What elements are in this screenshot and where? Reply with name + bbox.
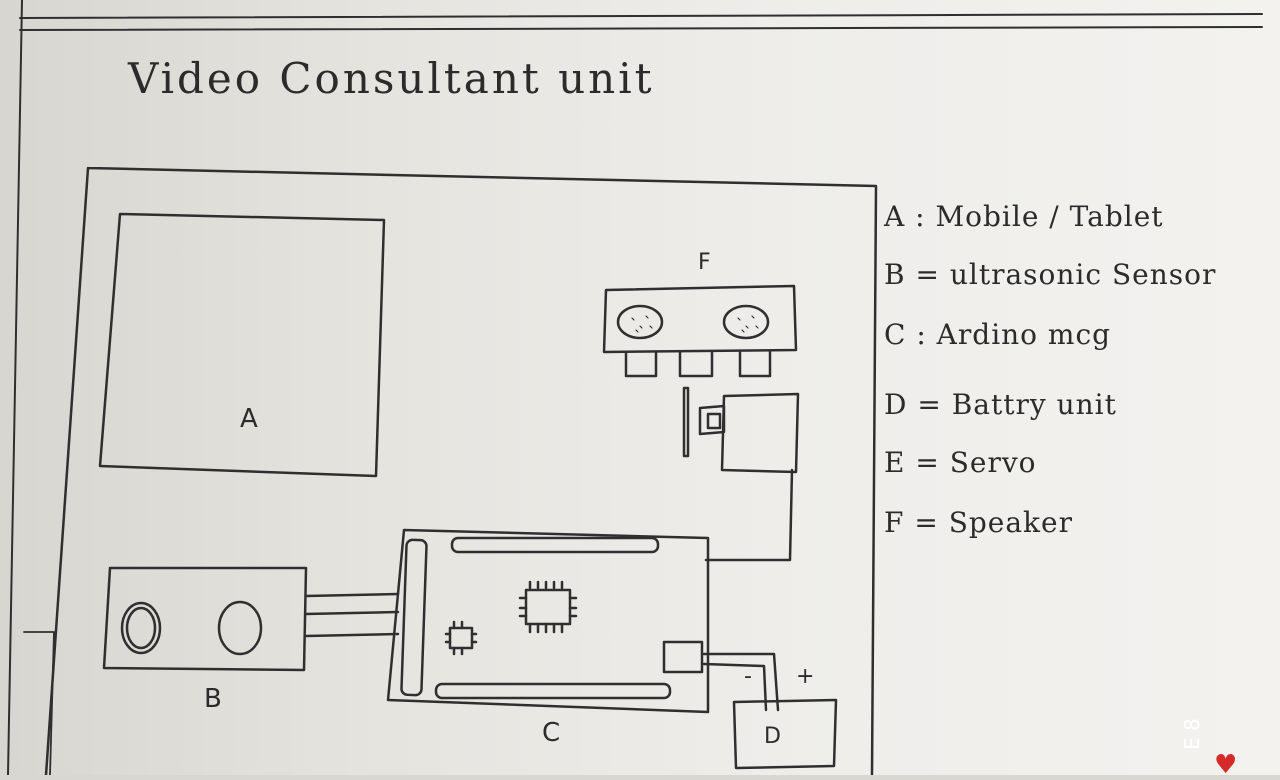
sensor-b	[102, 566, 400, 672]
servo-e	[682, 386, 800, 474]
page-number: E 8	[1179, 718, 1204, 750]
label-a: A	[240, 404, 258, 434]
legend-c: C : Ardino mcg	[884, 318, 1112, 351]
legend-e: E = Servo	[884, 446, 1037, 479]
legend-d: D = Battry unit	[884, 388, 1117, 421]
top-rule-2	[19, 26, 1263, 31]
label-plus: +	[796, 664, 815, 689]
diagram-title: Video Consultant unit	[128, 54, 655, 103]
legend-b: B = ultrasonic Sensor	[884, 258, 1217, 291]
left-margin	[7, 0, 23, 775]
battery-wire	[702, 652, 780, 712]
label-c: C	[542, 718, 561, 748]
servo-wire	[704, 468, 794, 562]
battery-d	[732, 698, 838, 770]
legend-f: F = Speaker	[884, 506, 1073, 539]
top-rule	[19, 13, 1263, 19]
corner-mark	[23, 631, 55, 775]
label-d: D	[764, 724, 781, 749]
heart-icon: ♥	[1214, 750, 1238, 780]
label-b: B	[204, 684, 222, 714]
tablet-a	[98, 212, 386, 478]
label-f: F	[698, 250, 711, 275]
arduino-c	[386, 528, 710, 714]
legend-a: A : Mobile / Tablet	[884, 200, 1164, 233]
speaker-f	[602, 284, 798, 378]
label-minus: -	[744, 664, 752, 689]
